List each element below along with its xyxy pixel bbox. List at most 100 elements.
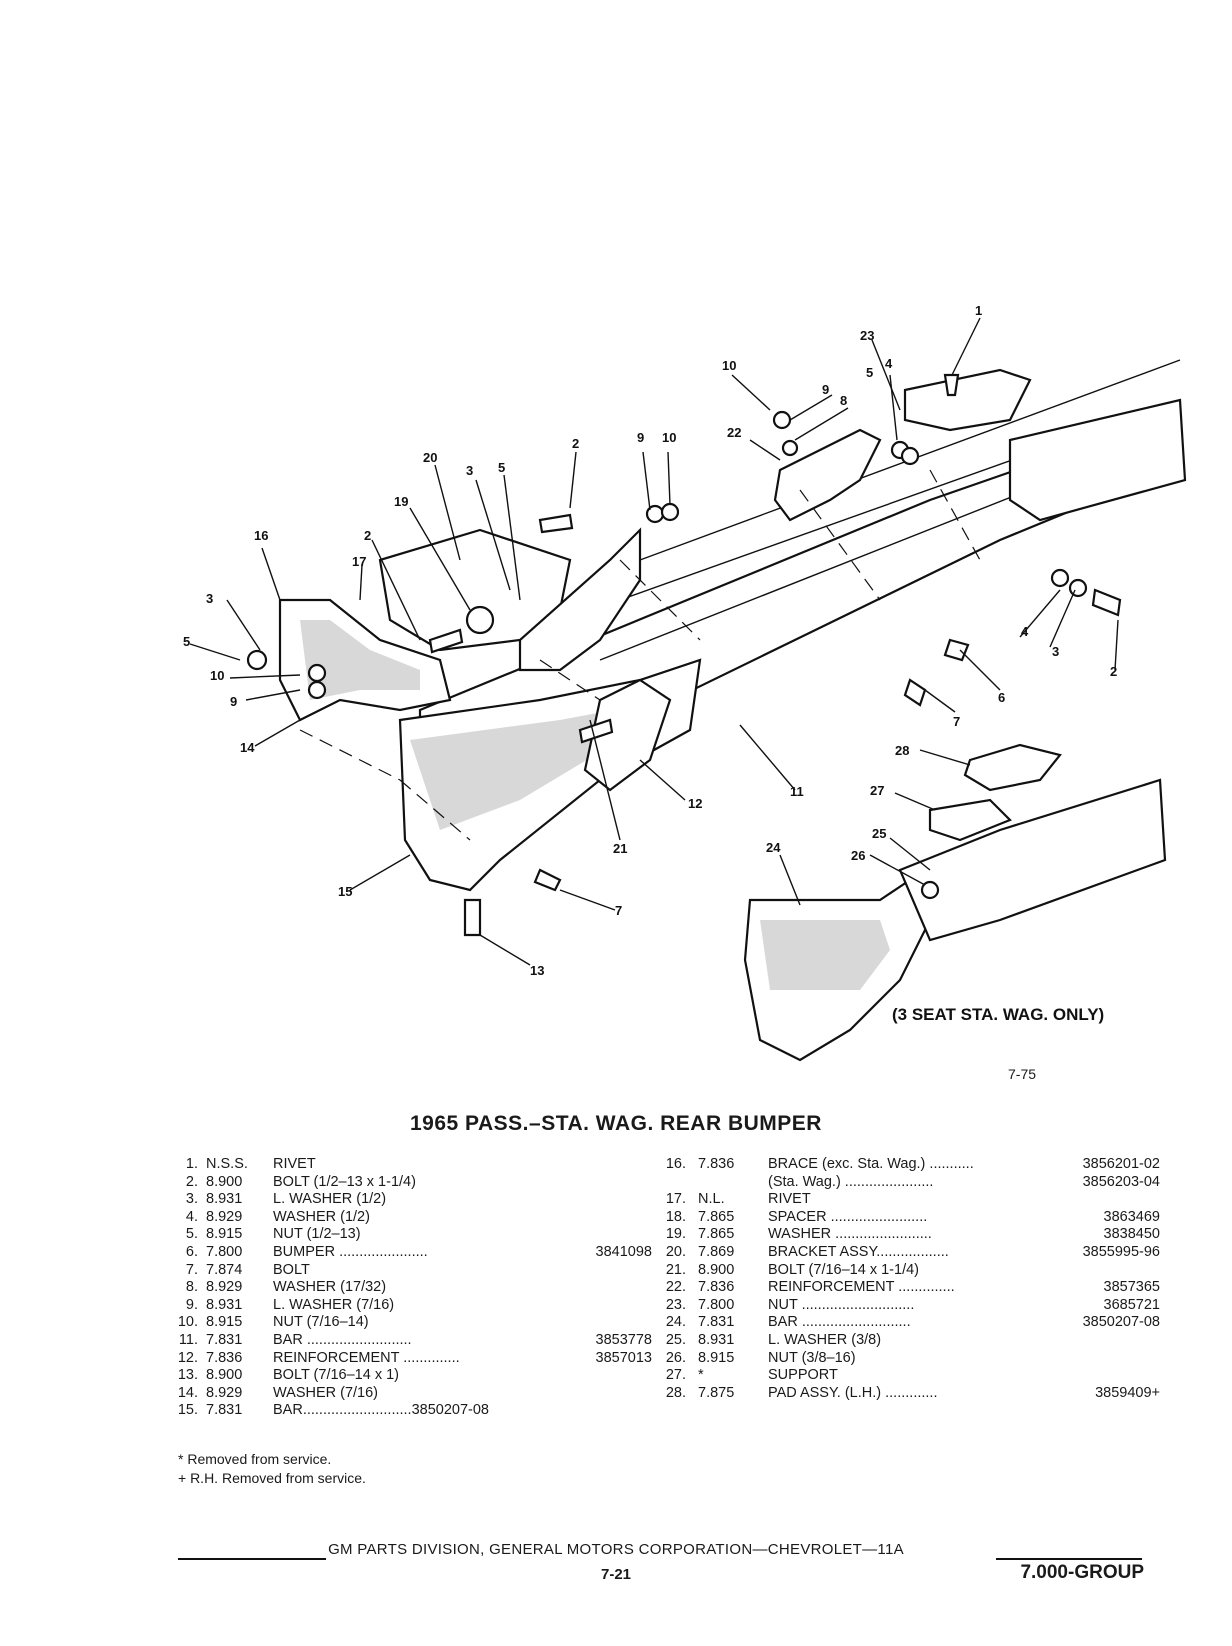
group-number: 8.900 xyxy=(698,1261,735,1278)
callout-7-left: 7 xyxy=(615,903,622,918)
exploded-parts-diagram: 1 23 5 4 10 9 8 22 2 9 10 20 3 5 19 16 2… xyxy=(183,303,1187,1062)
group-number: 7.800 xyxy=(206,1243,243,1260)
part-description: BAR ........................... xyxy=(768,1314,911,1331)
reinforcement-12 xyxy=(583,678,672,792)
parts-number: 26. xyxy=(665,1349,686,1366)
group-number: 8.915 xyxy=(206,1226,243,1243)
parts-number: 11. xyxy=(178,1331,198,1348)
parts-number: 14. xyxy=(177,1384,198,1401)
footnotes: * Removed from service. + R.H. Removed f… xyxy=(178,1450,366,1488)
figure-number: 7-75 xyxy=(1008,1066,1037,1082)
group-label: 7.000-GROUP xyxy=(1020,1562,1144,1583)
callout-5-top: 5 xyxy=(866,365,873,380)
group-number: 7.836 xyxy=(698,1279,735,1296)
callout-9-mid: 9 xyxy=(637,430,644,445)
group-number: 7.869 xyxy=(698,1243,735,1260)
part-number: 3856201-02 xyxy=(1082,1156,1160,1172)
callout-5-left: 5 xyxy=(183,634,190,649)
part-description: BOLT (1/2–13 x 1-1/4) xyxy=(273,1173,416,1190)
callout-23: 23 xyxy=(860,328,874,343)
callout-7-right: 7 xyxy=(953,714,960,729)
part-description: (Sta. Wag.) ...................... xyxy=(768,1173,934,1190)
part-number: 3850207-08 xyxy=(1082,1314,1160,1331)
group-number: 7.800 xyxy=(698,1296,735,1313)
group-number: 8.929 xyxy=(206,1208,243,1225)
part-description: BAR .......................... xyxy=(273,1331,412,1348)
callout-11: 11 xyxy=(790,784,804,799)
part-description: RIVET xyxy=(768,1191,811,1208)
callout-2-mid: 2 xyxy=(572,436,579,451)
bar-lower-right xyxy=(898,778,1167,942)
part-number: 3838450 xyxy=(1103,1226,1160,1243)
part-description: REINFORCEMENT .............. xyxy=(768,1279,955,1296)
group-number: 8.931 xyxy=(206,1296,243,1313)
callout-22: 22 xyxy=(727,425,741,440)
reinforcement-22 xyxy=(773,428,882,522)
parts-number: 5. xyxy=(185,1226,198,1243)
part-number: 3855995-96 xyxy=(1082,1243,1160,1260)
group-number: 8.929 xyxy=(206,1279,243,1296)
part-number: 3857013 xyxy=(595,1349,652,1366)
bar-right-upper xyxy=(1008,398,1187,522)
part-description: NUT (3/8–16) xyxy=(768,1349,856,1366)
part-description: BUMPER ...................... xyxy=(273,1243,428,1260)
parts-number: 21. xyxy=(665,1261,686,1278)
callout-3-left: 3 xyxy=(206,591,213,606)
callout-10-left: 10 xyxy=(210,668,224,683)
callout-1: 1 xyxy=(975,303,982,318)
parts-number: 10. xyxy=(177,1314,198,1331)
callout-15: 15 xyxy=(338,884,352,899)
part-description: SUPPORT xyxy=(768,1367,838,1384)
page-number: 7-21 xyxy=(600,1566,632,1583)
part-description: REINFORCEMENT .............. xyxy=(273,1349,460,1366)
callout-2-left: 2 xyxy=(364,528,371,543)
part-description: BAR...........................3850207-08 xyxy=(273,1402,489,1419)
callout-14: 14 xyxy=(240,740,255,755)
parts-number: 1. xyxy=(185,1156,198,1172)
part-description: NUT ............................ xyxy=(768,1296,915,1313)
callout-26: 26 xyxy=(851,848,865,863)
parts-number: 17. xyxy=(665,1191,686,1208)
parts-number: 24. xyxy=(665,1314,686,1331)
parts-number: 16. xyxy=(665,1156,686,1172)
group-number: 7.874 xyxy=(206,1261,243,1278)
callout-12: 12 xyxy=(688,796,702,811)
parts-number: 23. xyxy=(665,1296,686,1313)
group-number: 8.929 xyxy=(206,1384,243,1401)
parts-number: 3. xyxy=(185,1191,198,1208)
reinforcement-right xyxy=(903,368,1032,432)
parts-number: 22. xyxy=(665,1279,686,1296)
footer-division: GM PARTS DIVISION, GENERAL MOTORS CORPOR… xyxy=(328,1541,904,1558)
part-number: 3853778 xyxy=(595,1331,652,1348)
group-number: * xyxy=(698,1367,704,1384)
part-description: PAD ASSY. (L.H.) ............. xyxy=(768,1384,938,1401)
part-description: WASHER (17/32) xyxy=(273,1279,387,1296)
parts-number: 4. xyxy=(185,1208,198,1225)
group-number: 8.931 xyxy=(698,1331,735,1348)
parts-number: 28. xyxy=(665,1384,686,1401)
part-description: BOLT (7/16–14 x 1) xyxy=(273,1367,400,1384)
three-seat-note: (3 SEAT STA. WAG. ONLY) xyxy=(892,1005,1104,1024)
group-number: 8.915 xyxy=(206,1314,243,1331)
part-number: 3685721 xyxy=(1103,1296,1160,1313)
callout-2-right: 2 xyxy=(1110,664,1117,679)
group-number: 7.836 xyxy=(206,1349,243,1366)
parts-number: 6. xyxy=(185,1243,198,1260)
brace-inner xyxy=(518,527,642,672)
